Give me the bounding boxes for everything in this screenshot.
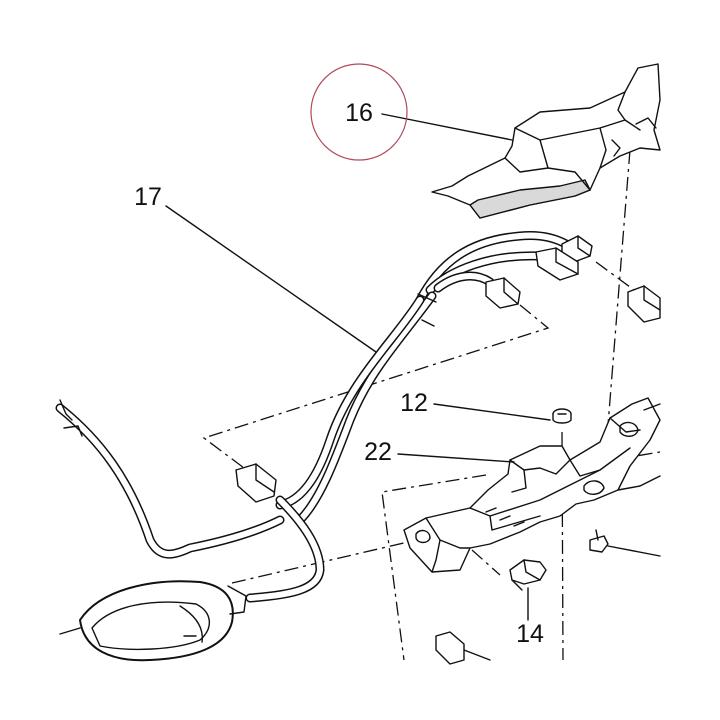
leader-22: [397, 453, 515, 463]
label-part-22[interactable]: 22: [364, 438, 392, 466]
highlight-circle: [310, 63, 408, 161]
leader-16: [381, 113, 513, 141]
part-16-rear-cowl[interactable]: [431, 63, 661, 219]
connectors: [235, 235, 661, 665]
connector-bottom[interactable]: [435, 631, 491, 665]
leader-12: [433, 403, 551, 421]
screw-right[interactable]: [589, 529, 609, 553]
label-part-12[interactable]: 12: [400, 389, 428, 417]
part-12-screw[interactable]: [552, 408, 572, 424]
connector-middle[interactable]: [235, 463, 277, 503]
label-part-14[interactable]: 14: [516, 620, 544, 648]
connector-right[interactable]: [627, 285, 661, 323]
connector-upper-2[interactable]: [535, 247, 579, 281]
leader-right: [607, 545, 661, 557]
part-14-bolt[interactable]: [509, 559, 547, 591]
part-22-bracket[interactable]: [403, 397, 661, 573]
label-part-17[interactable]: 17: [134, 183, 162, 211]
leader-17: [165, 205, 377, 353]
turn-signal-lamp[interactable]: [59, 580, 247, 662]
assembly-guide-lines: [202, 149, 661, 661]
leader-lines: [165, 113, 661, 621]
connector-upper-3[interactable]: [485, 277, 521, 309]
part-17-wiring-harness[interactable]: [55, 231, 571, 603]
label-part-16[interactable]: 16: [345, 99, 373, 127]
